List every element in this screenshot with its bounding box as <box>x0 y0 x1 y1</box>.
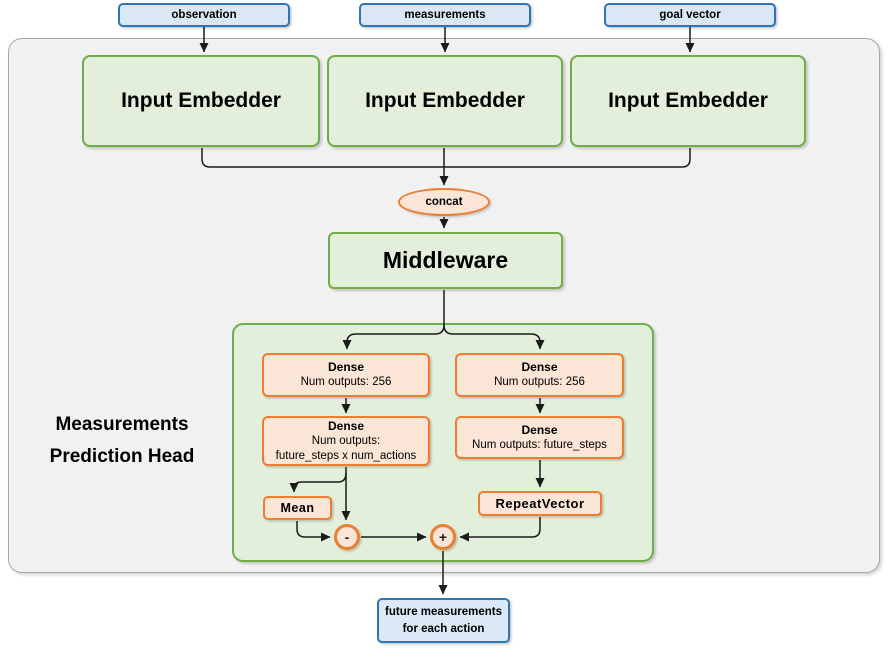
node-input-embedder-1-label: Input Embedder <box>121 89 281 112</box>
node-concat-label: concat <box>425 196 463 208</box>
node-dense-right-1-title: Dense <box>521 360 558 374</box>
node-dense-right-2: Dense Num outputs: future_steps <box>455 416 624 459</box>
subtract-op-label: - <box>344 529 350 545</box>
node-dense-right-2-detail: Num outputs: future_steps <box>472 438 607 451</box>
node-mean: Mean <box>263 496 332 520</box>
node-output-line1: future measurements <box>385 605 502 618</box>
node-dense-left-1-title: Dense <box>327 360 365 374</box>
node-input-embedder-3: Input Embedder <box>570 55 806 147</box>
node-dense-right-2-title: Dense <box>521 422 558 437</box>
node-dense-right-1-detail: Num outputs: 256 <box>494 376 585 388</box>
node-dense-left-2: Dense Num outputs: future_steps x num_ac… <box>262 416 430 466</box>
node-output: future measurements for each action <box>377 598 510 643</box>
node-concat: concat <box>398 188 490 216</box>
node-measurements-label: measurements <box>404 9 486 21</box>
add-op-label: + <box>438 529 448 545</box>
node-observation-label: observation <box>171 9 237 21</box>
subtract-op-circle: - <box>334 524 360 550</box>
node-input-embedder-1: Input Embedder <box>82 55 320 147</box>
node-middleware-label: Middleware <box>382 247 509 273</box>
node-repeat-vector: RepeatVector <box>478 491 602 516</box>
node-input-embedder-3-label: Input Embedder <box>608 89 768 112</box>
node-mean-label: Mean <box>280 501 315 515</box>
node-dense-left-1-detail: Num outputs: 256 <box>300 376 392 388</box>
node-dense-right-1: Dense Num outputs: 256 <box>455 353 624 397</box>
node-goal-vector-label: goal vector <box>659 9 721 21</box>
node-dense-left-2-detail: Num outputs: <box>311 434 381 447</box>
node-dense-left-2-detail2: future_steps x num_actions <box>275 449 417 462</box>
node-output-line2: for each action <box>402 622 485 635</box>
add-op-circle: + <box>430 524 456 550</box>
node-dense-left-2-title: Dense <box>327 418 365 433</box>
node-input-embedder-2-label: Input Embedder <box>365 89 525 112</box>
node-measurements: measurements <box>359 3 531 27</box>
node-input-embedder-2: Input Embedder <box>327 55 563 147</box>
node-goal-vector: goal vector <box>604 3 776 27</box>
node-observation: observation <box>118 3 290 27</box>
node-middleware: Middleware <box>328 232 563 289</box>
node-dense-left-1: Dense Num outputs: 256 <box>262 353 430 397</box>
node-repeat-vector-label: RepeatVector <box>495 496 585 511</box>
measurements-prediction-head-title: Measurements Prediction Head <box>49 414 195 467</box>
